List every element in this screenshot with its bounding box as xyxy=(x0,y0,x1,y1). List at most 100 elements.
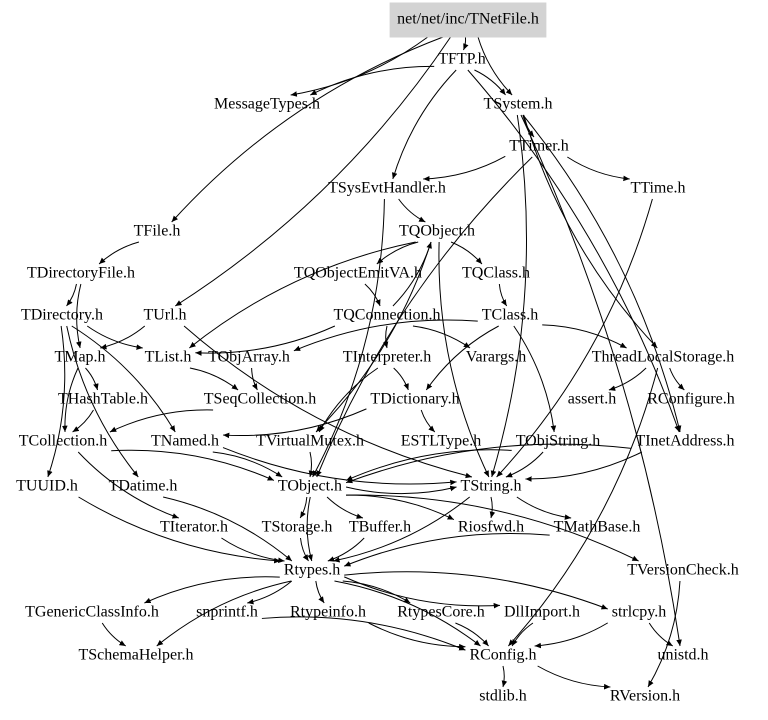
graph-node-tbuffer: TBuffer.h xyxy=(349,519,411,536)
edge-rtypes-to-snprintf xyxy=(247,580,293,605)
graph-node-tsystem: TSystem.h xyxy=(484,96,553,113)
graph-node-rversion: RVersion.h xyxy=(610,688,680,705)
graph-node-tobjstring: TObjString.h xyxy=(516,433,601,450)
graph-node-tstorage: TStorage.h xyxy=(262,519,333,536)
edge-tftp-to-tsysevthandler xyxy=(391,69,457,180)
graph-node-tinetaddress: TInetAddress.h xyxy=(635,433,734,450)
graph-node-tstring: TString.h xyxy=(461,478,522,495)
node-label-messagetypes: MessageTypes.h xyxy=(214,96,320,113)
edge-rtypeinfo-to-rconfig xyxy=(368,622,466,650)
graph-node-tdictionary: TDictionary.h xyxy=(370,391,459,408)
node-label-dllimport: DllImport.h xyxy=(504,604,580,621)
node-label-tvirtualmutex: TVirtualMutex.h xyxy=(256,433,364,450)
graph-node-tlist: TList.h xyxy=(145,349,192,366)
edge-rtypes-to-tschemahelper xyxy=(156,580,292,647)
node-label-varargs: Varargs.h xyxy=(466,349,527,366)
graph-node-riosfwd: Riosfwd.h xyxy=(458,519,524,536)
graph-node-tqobjectemitva: TQObjectEmitVA.h xyxy=(294,265,422,282)
edge-tseqcollection-to-tcollection xyxy=(109,409,214,433)
edge-tqconnection-to-varargs xyxy=(412,325,471,349)
node-label-tdirectory: TDirectory.h xyxy=(21,307,103,324)
edge-tcollection-to-tobject xyxy=(111,449,275,481)
edge-thashtable-to-tcollection xyxy=(72,409,94,433)
edge-tinetaddress-to-tobject xyxy=(345,443,632,484)
graph-node-strlcpy: strlcpy.h xyxy=(612,604,667,621)
edge-ttimer-to-ttime xyxy=(567,156,630,182)
graph-node-rconfigure: RConfigure.h xyxy=(647,391,735,408)
edge-tqobject-to-tqclass xyxy=(450,241,483,265)
graph-node-threadlocalstorage: ThreadLocalStorage.h xyxy=(592,349,735,366)
edge-tnetfile-to-messagetypes xyxy=(290,36,429,97)
edge-tobject-to-tstorage xyxy=(299,496,308,519)
graph-node-tobject: TObject.h xyxy=(278,478,342,495)
edge-tstring-to-riosfwd xyxy=(489,496,496,519)
edge-tbuffer-to-rtypes xyxy=(327,537,365,562)
graph-node-assert: assert.h xyxy=(568,391,616,408)
edge-tcollection-to-titerator xyxy=(77,451,179,519)
graph-node-titerator: TIterator.h xyxy=(160,519,228,536)
edge-tdirectory-to-tnamed xyxy=(71,325,176,433)
node-label-rversion: RVersion.h xyxy=(610,688,680,705)
edge-tobjstring-to-tstring xyxy=(505,451,544,478)
node-label-tdirectoryfile: TDirectoryFile.h xyxy=(27,265,135,282)
edge-rconfig-to-rversion xyxy=(537,665,611,690)
edge-tobject-to-tversioncheck xyxy=(346,494,639,562)
node-label-tnetfile: net/net/inc/TNetFile.h xyxy=(397,11,539,28)
graph-node-tdirectoryfile: TDirectoryFile.h xyxy=(27,265,135,282)
edge-tinterpreter-to-tdictionary xyxy=(393,367,409,391)
edge-tdatime-to-rtypes xyxy=(163,496,293,562)
graph-node-tdirectory: TDirectory.h xyxy=(21,307,103,324)
edge-strlcpy-to-rconfig xyxy=(534,622,608,649)
node-label-tftp: TFTP.h xyxy=(438,51,486,68)
node-label-tmap: TMap.h xyxy=(54,349,105,366)
edge-tobject-to-riosfwd xyxy=(346,494,455,521)
node-label-tsysevthandler: TSysEvtHandler.h xyxy=(328,180,446,197)
edge-rtypes-to-rtypescore xyxy=(342,580,411,604)
node-label-threadlocalstorage: ThreadLocalStorage.h xyxy=(592,349,735,366)
edge-tdirectory-to-tdatime xyxy=(66,325,139,478)
node-label-tmathbase: TMathBase.h xyxy=(554,519,641,536)
edge-tsystem-to-tstring xyxy=(490,114,527,478)
graph-node-turl: TUrl.h xyxy=(143,307,186,324)
node-label-tcollection: TCollection.h xyxy=(19,433,107,450)
node-label-rtypescore: RtypesCore.h xyxy=(397,604,485,621)
graph-node-rconfig: RConfig.h xyxy=(469,647,536,664)
edge-strlcpy-to-unistd xyxy=(648,622,674,647)
graph-node-rtypes: Rtypes.h xyxy=(284,562,340,579)
edge-ttimer-to-tobject xyxy=(316,156,533,478)
edge-tqconnection-to-tlist xyxy=(195,325,336,356)
graph-node-estltype: ESTLType.h xyxy=(401,433,482,450)
graph-node-rtypescore: RtypesCore.h xyxy=(397,604,485,621)
edge-rtypes-to-dllimport xyxy=(344,576,501,609)
edge-tmap-to-thashtable xyxy=(85,367,99,391)
edge-tobject-to-tbuffer xyxy=(326,496,364,519)
edge-tnamed-to-tstring xyxy=(222,447,457,486)
node-label-tqobject: TQObject.h xyxy=(399,223,475,240)
nodes-layer: net/net/inc/TNetFile.hTFTP.hMessageTypes… xyxy=(16,2,739,705)
node-label-tschemahelper: TSchemaHelper.h xyxy=(78,647,193,664)
node-label-tinterpreter: TInterpreter.h xyxy=(343,349,431,366)
edge-rtypes-to-tgenericclassinfo xyxy=(144,576,280,604)
edge-tvirtualmutex-to-tobject xyxy=(308,451,315,478)
graph-node-messagetypes: MessageTypes.h xyxy=(214,96,320,113)
edge-snprintf-to-rconfig xyxy=(261,616,466,651)
graph-node-tcollection: TCollection.h xyxy=(19,433,107,450)
edge-tgenericclassinfo-to-tschemahelper xyxy=(101,622,127,647)
node-label-titerator: TIterator.h xyxy=(160,519,228,536)
node-label-tinetaddress: TInetAddress.h xyxy=(635,433,734,450)
edge-rtypescore-to-rconfig xyxy=(455,622,489,647)
root-node-box xyxy=(389,2,547,38)
node-label-tobjarray: TObjArray.h xyxy=(208,349,290,366)
node-label-tuuid: TUUID.h xyxy=(16,478,78,495)
edge-tobject-to-rtypes xyxy=(306,496,313,562)
edge-turl-to-tmap xyxy=(100,325,146,350)
edge-tqobject-to-tlist xyxy=(189,241,416,349)
node-label-tobjstring: TObjString.h xyxy=(516,433,601,450)
edge-tftp-to-tsystem xyxy=(474,69,506,96)
graph-node-tdatime: TDatime.h xyxy=(109,478,178,495)
node-label-ttime: TTime.h xyxy=(631,180,686,197)
node-label-tqobjectemitva: TQObjectEmitVA.h xyxy=(294,265,422,282)
edge-tnamed-to-tobject xyxy=(212,451,283,478)
node-label-tqclass: TQClass.h xyxy=(462,265,530,282)
